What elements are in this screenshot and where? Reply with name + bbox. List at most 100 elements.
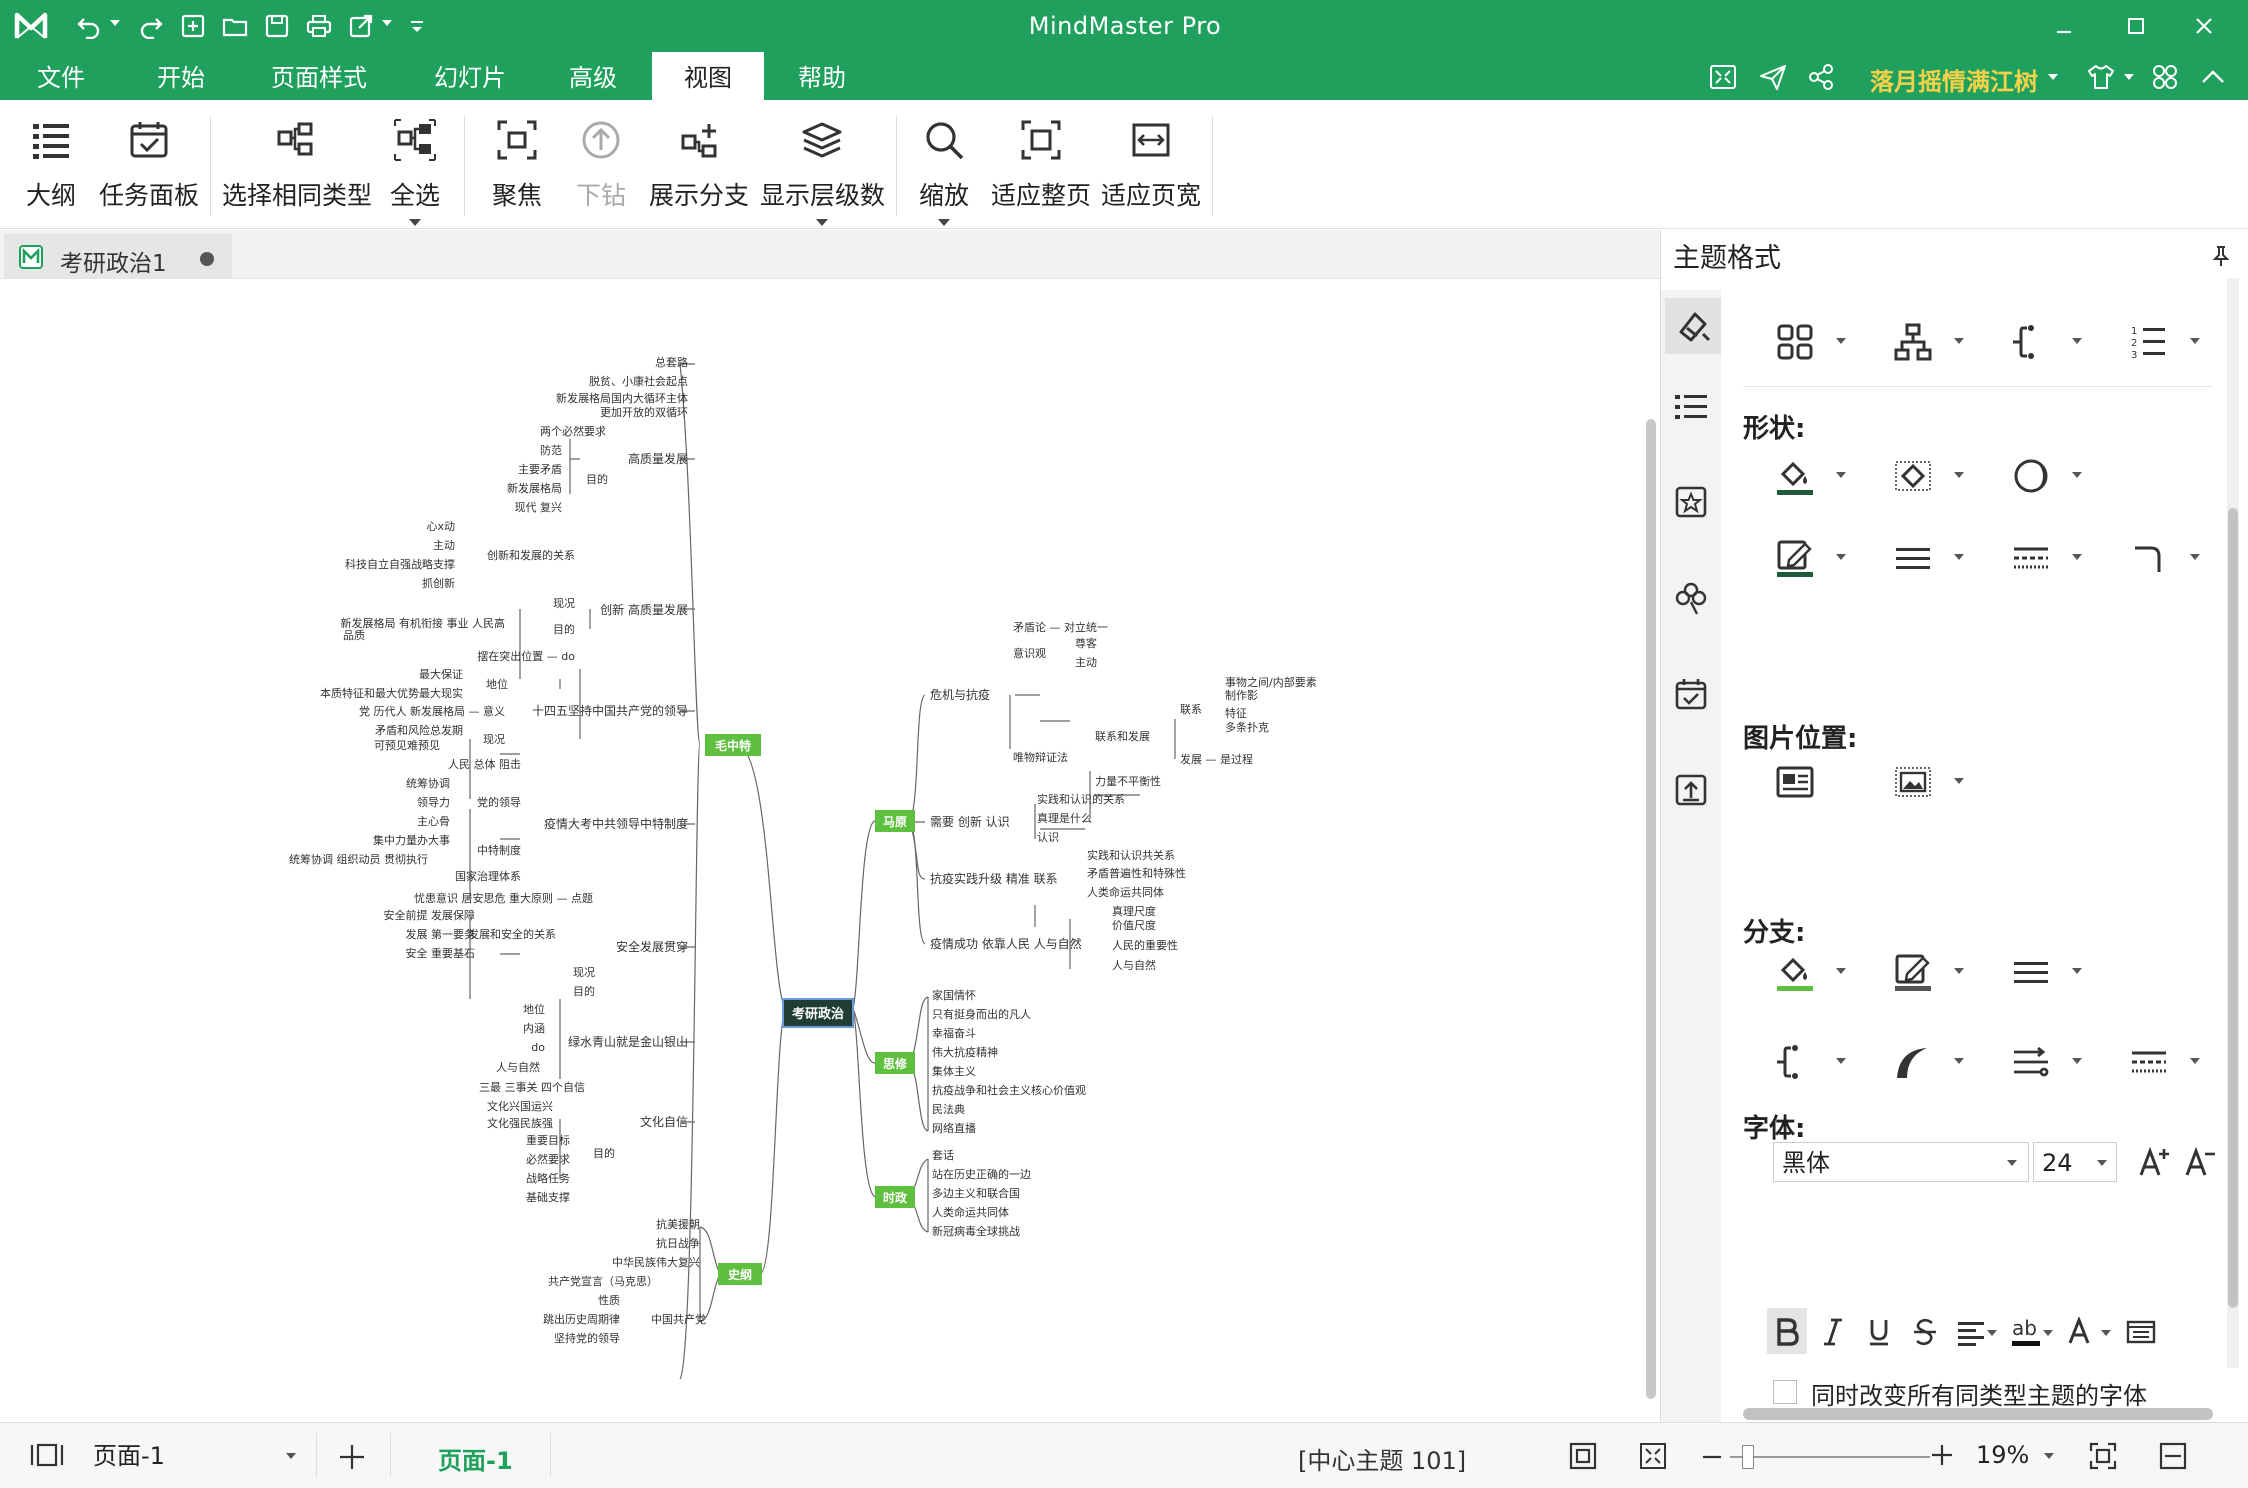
shigang-leaf[interactable]: 中华民族伟大复兴 <box>612 1255 700 1269</box>
border-dash-icon[interactable] <box>2011 538 2051 578</box>
ma-leaf[interactable]: 矛盾普遍性和特殊性 <box>1087 866 1186 880</box>
font-size-dropdown-icon[interactable] <box>2097 1160 2107 1166</box>
ma-leaf[interactable]: 主动 <box>1075 656 1097 669</box>
border-color-dropdown-icon[interactable] <box>1836 554 1846 560</box>
ma-leaf[interactable]: 人与自然 <box>1112 958 1156 972</box>
tab-task[interactable] <box>1669 672 1713 716</box>
mao-leaf[interactable]: 主动 <box>433 539 455 552</box>
mao-leaf[interactable]: 领导力 <box>417 796 450 809</box>
mao-leaf[interactable]: 现况 <box>573 966 595 979</box>
collapse-ribbon-icon[interactable] <box>2198 62 2228 92</box>
ma-leaf[interactable]: 联系和发展 <box>1095 729 1150 743</box>
mao-leaf[interactable]: 党的领导 <box>477 795 521 809</box>
shi-leaf[interactable]: 多边主义和联合国 <box>932 1186 1020 1200</box>
theme-dropdown-icon[interactable] <box>2124 74 2134 80</box>
mao-leaf[interactable]: 安全前提 发展保障 <box>384 908 476 922</box>
mao-leaf[interactable]: 基础支撑 <box>526 1190 570 1204</box>
branch-fill-dropdown-icon[interactable] <box>1836 968 1846 974</box>
fit-width-button[interactable]: 适应页宽 <box>1100 110 1202 220</box>
tab-topic-format[interactable] <box>1665 298 1721 354</box>
mao-leaf[interactable]: 人民 总体 阻击 <box>448 757 521 771</box>
fullscreen-icon[interactable] <box>1708 62 1738 92</box>
fit-page-status-icon[interactable] <box>1568 1441 1598 1471</box>
zoom-in-icon[interactable] <box>1930 1443 1954 1467</box>
branch-connector-dropdown-icon[interactable] <box>1836 1058 1846 1064</box>
si-leaf[interactable]: 幸福奋斗 <box>932 1026 976 1040</box>
ma-leaf[interactable]: 力量不平衡性 <box>1095 774 1161 788</box>
strikethrough-icon[interactable] <box>1905 1312 1945 1352</box>
shigang-leaf[interactable]: 抗美援朝 <box>656 1217 700 1231</box>
image-left-icon[interactable] <box>1775 762 1815 802</box>
select-all-dropdown-icon[interactable] <box>409 219 421 226</box>
expand-branch-button[interactable]: 展示分支 <box>648 110 750 220</box>
align-icon[interactable] <box>1951 1312 1991 1352</box>
ma-leaf[interactable]: 尊客 <box>1075 636 1097 650</box>
image-center-icon[interactable] <box>1893 762 1933 802</box>
branch-node-ma[interactable] <box>875 810 915 832</box>
branch-node-shigang[interactable] <box>718 1263 762 1285</box>
branch-node-mao[interactable] <box>705 734 761 756</box>
branch-dash-dropdown-icon[interactable] <box>2190 1058 2200 1064</box>
mao-subtopic[interactable]: 创新 高质量发展 <box>600 602 688 617</box>
canvas-vertical-scrollbar[interactable] <box>1646 419 1656 1399</box>
page-panel-toggle-icon[interactable] <box>30 1441 64 1469</box>
border-weight-dropdown-icon[interactable] <box>1954 554 1964 560</box>
show-levels-dropdown-icon[interactable] <box>816 219 828 226</box>
ma-leaf[interactable]: 矛盾论 — 对立统一 <box>1013 620 1108 634</box>
font-color-dropdown-icon[interactable] <box>2101 1330 2111 1336</box>
mao-leaf[interactable]: 忧患意识 居安思危 重大原则 — 点题 <box>414 891 593 905</box>
ma-leaf[interactable]: 人民的重要性 <box>1112 938 1178 952</box>
mao-leaf[interactable]: 战略任务 <box>526 1171 570 1185</box>
task-panel-button[interactable]: 任务面板 <box>98 110 200 220</box>
font-shrink-icon[interactable] <box>2181 1142 2221 1182</box>
menu-page-style[interactable]: 页面样式 <box>271 64 367 92</box>
mao-leaf[interactable]: 更加开放的双循环 <box>600 405 688 419</box>
mao-leaf[interactable]: 发展 第一要务 <box>406 927 476 941</box>
mao-leaf[interactable]: 主心骨 <box>417 815 450 828</box>
fit-page-button[interactable]: 适应整页 <box>990 110 1092 220</box>
customize-quick-access-icon[interactable] <box>406 12 428 40</box>
shigang-leaf[interactable]: 抗日战争 <box>656 1236 700 1250</box>
si-leaf[interactable]: 集体主义 <box>932 1064 976 1078</box>
branch-dash-icon[interactable] <box>2129 1042 2169 1082</box>
mao-leaf[interactable]: 摆在突出位置 — do <box>477 649 575 663</box>
mao-leaf[interactable]: 脱贫、小康社会起点 <box>589 374 688 388</box>
save-icon[interactable] <box>262 12 292 40</box>
zoom-slider-thumb[interactable] <box>1742 1445 1754 1469</box>
add-page-icon[interactable] <box>338 1443 366 1471</box>
branch-line-color-icon[interactable] <box>1893 952 1933 992</box>
mao-leaf[interactable]: 目的 <box>593 1146 615 1160</box>
ma-leaf[interactable]: 认识 <box>1037 831 1059 844</box>
ma-leaf[interactable]: 特征 <box>1225 706 1247 720</box>
drill-down-button[interactable]: 下钻 <box>572 110 630 220</box>
shi-leaf[interactable]: 新冠病毒全球挑战 <box>932 1224 1020 1238</box>
connector-dropdown-icon[interactable] <box>2072 338 2082 344</box>
branch-weight-dropdown-icon[interactable] <box>2072 968 2082 974</box>
mao-subtopic[interactable]: 疫情大考中共领导中特制度 <box>544 816 688 831</box>
apply-all-checkbox[interactable] <box>1773 1380 1797 1404</box>
menu-start[interactable]: 开始 <box>157 64 205 92</box>
mao-leaf[interactable]: 新发展格局 有机衔接 事业 人民高 <box>341 616 506 630</box>
fit-to-window-icon[interactable] <box>2088 1441 2118 1471</box>
mao-leaf[interactable]: 新发展格局 <box>507 481 562 495</box>
mao-leaf[interactable]: 中特制度 <box>477 843 521 857</box>
mindmap-diagram[interactable]: 考研政治 毛中特 马原 思修 时政 史纲 高质量发展 创新 高质量发展 十四五坚… <box>0 279 1640 1423</box>
maximize-button[interactable] <box>2116 8 2156 44</box>
mao-leaf[interactable]: 地位 <box>486 677 508 691</box>
mao-leaf[interactable]: 心x动 <box>426 520 455 533</box>
layout-dropdown-icon[interactable] <box>1836 338 1846 344</box>
mao-leaf[interactable]: do <box>531 1041 545 1054</box>
mao-leaf[interactable]: 文化强民族强 <box>487 1116 553 1130</box>
si-leaf[interactable]: 网络直播 <box>932 1121 976 1135</box>
mao-leaf[interactable]: 地位 <box>523 1002 545 1016</box>
mao-leaf[interactable]: 文化兴国运兴 <box>487 1099 553 1113</box>
mao-leaf[interactable]: 创新和发展的关系 <box>487 548 575 562</box>
shape-dropdown-icon[interactable] <box>1954 472 1964 478</box>
mao-leaf[interactable]: 国家治理体系 <box>455 869 521 883</box>
ma-leaf[interactable]: 联系 <box>1180 703 1202 716</box>
si-leaf[interactable]: 家国情怀 <box>932 988 976 1002</box>
shi-leaf[interactable]: 人类命运共同体 <box>932 1205 1009 1219</box>
open-folder-icon[interactable] <box>220 12 250 40</box>
mao-leaf[interactable]: 集中力量办大事 <box>373 833 450 847</box>
ma-leaf[interactable]: 实践和认识的关系 <box>1037 792 1125 806</box>
